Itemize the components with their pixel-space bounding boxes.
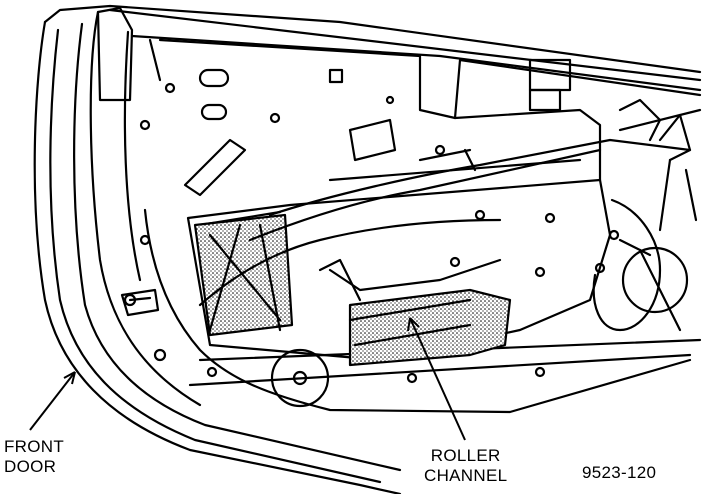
latch-mechanism [592, 98, 702, 332]
hinge-bracket [120, 288, 160, 317]
front-door-label-line2: DOOR [4, 457, 57, 476]
roller-channel-label: ROLLER CHANNEL [424, 446, 507, 486]
front-door-label-line1: FRONT [4, 437, 65, 456]
motor-pad [193, 213, 294, 337]
roller-channel [318, 258, 512, 367]
front-door-label: FRONT DOOR [4, 437, 64, 477]
roller-channel-label-line2: CHANNEL [424, 466, 508, 485]
roller-channel-label-line1: ROLLER [430, 446, 501, 465]
window-channel-strip [108, 8, 702, 92]
speaker-hole [270, 348, 330, 408]
figure-number: 9523-120 [582, 463, 657, 482]
front-door-leader [29, 371, 76, 431]
cables [198, 138, 692, 307]
door-outer-frame [33, 4, 702, 494]
roller-channel-leader [407, 317, 466, 441]
upper-holes [139, 58, 572, 197]
